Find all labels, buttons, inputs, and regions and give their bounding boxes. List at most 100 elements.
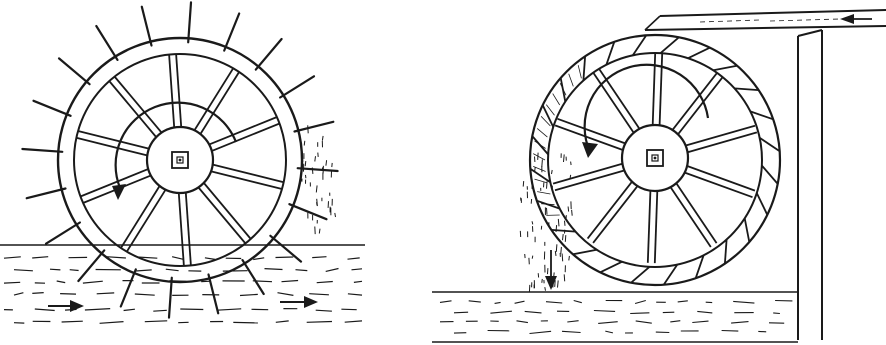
water-drop [547,208,548,215]
paddle [256,39,282,70]
spoke [660,53,663,125]
flume-flow-arrow [840,14,872,24]
spoke [655,191,658,263]
water-ripple [14,293,23,295]
bucket [735,88,759,90]
spray-drop [335,213,336,217]
water-drop [564,274,565,281]
spoke [80,169,148,196]
water-drop [558,280,559,287]
paddle [142,7,152,46]
water-ripple [217,309,241,310]
spoke [176,54,181,127]
water-ripple [100,322,124,324]
spray-drop [305,161,306,166]
water-ripple [253,258,264,260]
water-ripple [605,331,613,333]
water-drop [532,221,533,224]
spoke [673,73,717,130]
water-ripple [276,257,294,258]
bucket [631,267,649,283]
water-ripple [97,293,115,294]
water-ripple [454,312,468,313]
water-ripple [60,294,76,295]
water-ripple [135,294,155,295]
water-ripple [317,282,333,283]
water-ripple [14,270,33,271]
paddle [121,269,136,306]
paddle [27,189,66,199]
spoke [593,73,633,133]
water-drop [562,254,563,262]
water-ripple [495,302,501,303]
spoke [671,187,711,247]
water-ripple [692,321,708,322]
water-ripple [546,302,562,303]
wheel-hub [147,127,213,193]
bucket [745,218,750,242]
spoke [186,193,191,266]
water-drop [535,167,536,171]
water-drop [571,162,572,165]
water-ripple [32,257,48,258]
water-ripple [326,269,339,272]
spoke [685,173,753,198]
spray-drop [322,167,323,171]
water-ripple [341,309,356,310]
spoke [201,72,240,134]
water-drop [542,279,543,283]
bucket [713,66,737,71]
undershot-wheel-panel [0,2,365,323]
water-ripple [598,322,618,324]
bucket-hatch [537,192,550,194]
spoke [213,165,284,183]
water-ripple [469,301,481,302]
bucket-hatch [541,204,554,205]
spoke [211,171,282,189]
water-drop [532,256,533,259]
paddle [224,14,239,51]
water-ripple [697,311,712,313]
water-ripple [307,322,332,323]
water-ripple [57,281,65,283]
spoke [204,183,251,239]
water-ripple [296,270,308,271]
water-ripple [635,301,646,304]
water-ripple [136,270,152,271]
water-ripple [265,269,283,270]
spoke [199,188,246,244]
water-ripple [490,311,512,313]
water-drop [569,256,570,261]
spray-drop [304,141,305,146]
water-drop [555,251,556,256]
water-drop [558,219,559,226]
water-ripple [678,301,688,302]
water-drop [570,175,571,178]
spoke [558,119,626,144]
water-ripple [50,269,60,270]
water-ripple [4,282,20,283]
bucket [573,250,597,255]
water-ripple [166,269,179,271]
spoke [648,191,651,263]
bucket [725,240,727,264]
spray-drop [322,136,323,141]
water-drop [550,176,551,181]
spoke [121,186,160,248]
water-drop [545,287,546,291]
spoke [179,193,184,266]
bucket-hatch [535,141,546,149]
spray-drop [326,160,327,166]
paddle [46,223,80,244]
water-ripple [348,294,362,295]
spoke [115,77,162,133]
bucket [633,35,647,55]
spray-drop [308,125,309,133]
water-ripple [574,301,582,303]
water-drop [564,154,565,162]
water-ripple [594,311,615,312]
water-ripple [773,313,780,314]
wheel-hub [622,125,688,191]
bucket-hatch [553,94,560,105]
